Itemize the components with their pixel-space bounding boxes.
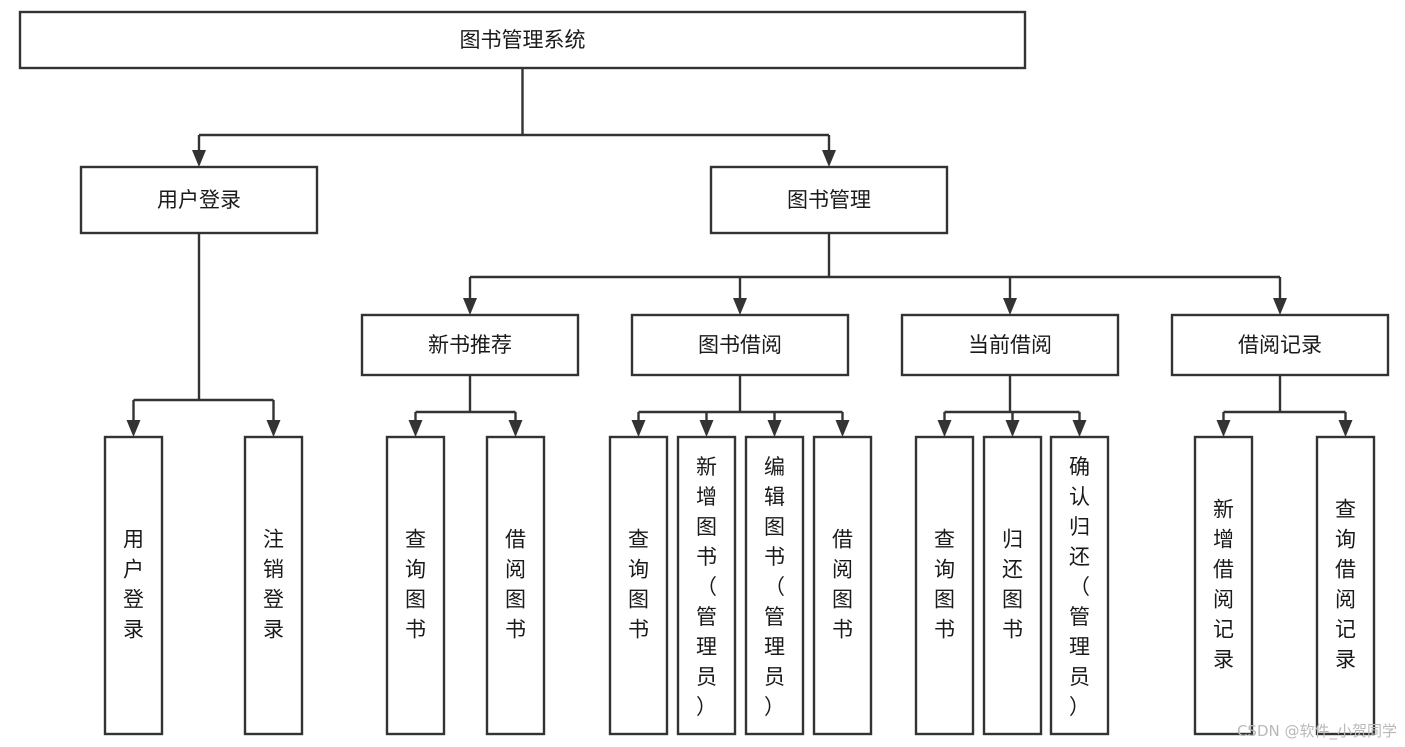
arrow-head-icon <box>835 420 850 437</box>
arrow-head-icon <box>937 420 952 437</box>
node-box-leaf-logout-login <box>243 435 304 736</box>
node-label-leaf-user-login: 用户登录 <box>123 528 144 642</box>
node-label-borrow-record: 借阅记录 <box>1238 333 1322 357</box>
csdn-watermark: CSDN @软件_小贺同学 <box>1236 722 1397 740</box>
node-label-book-manage: 图书管理 <box>787 188 871 212</box>
node-leaf-borrow-book[interactable]: 借阅图书 <box>812 435 873 736</box>
node-box-leaf-add-borrow-record <box>1193 435 1254 736</box>
node-label-leaf-query-book-recommend: 查询图书 <box>405 528 426 642</box>
arrow-head-icon <box>408 420 423 437</box>
node-label-leaf-borrow-book: 借阅图书 <box>832 528 853 642</box>
node-leaf-add-book-admin[interactable]: 新增图书（管理员） <box>676 435 737 736</box>
node-label-leaf-logout-login: 注销登录 <box>263 528 284 642</box>
node-label-leaf-add-book-admin: 新增图书（管理员） <box>696 455 717 719</box>
node-box-leaf-borrow-book-recommend <box>485 435 546 736</box>
node-box-leaf-query-book-current <box>914 435 975 736</box>
arrow-head-icon <box>463 298 477 315</box>
node-box-leaf-query-book-borrow <box>608 435 669 736</box>
node-leaf-add-borrow-record[interactable]: 新增借阅记录 <box>1193 435 1254 736</box>
node-label-root: 图书管理系统 <box>460 28 586 52</box>
node-box-leaf-confirm-return-admin <box>1049 435 1110 736</box>
node-label-leaf-borrow-book-recommend: 借阅图书 <box>505 528 526 642</box>
node-box-leaf-user-login <box>103 435 164 736</box>
arrow-head-icon <box>1072 420 1087 437</box>
arrow-head-icon <box>1005 420 1020 437</box>
node-leaf-user-login[interactable]: 用户登录 <box>103 435 164 736</box>
node-leaf-query-borrow-record[interactable]: 查询借阅记录 <box>1315 435 1376 736</box>
arrow-head-icon <box>192 150 206 167</box>
node-label-book-borrow: 图书借阅 <box>698 333 782 357</box>
node-book-manage[interactable]: 图书管理 <box>709 165 949 235</box>
arrow-head-icon <box>822 150 836 167</box>
node-label-new-book-recommend: 新书推荐 <box>428 333 512 357</box>
arrow-head-icon <box>699 420 714 437</box>
arrow-head-icon <box>1216 420 1231 437</box>
arrow-head-icon <box>508 420 523 437</box>
node-box-user-login <box>79 165 319 235</box>
node-current-borrow[interactable]: 当前借阅 <box>900 313 1120 377</box>
node-leaf-query-book-current[interactable]: 查询图书 <box>914 435 975 736</box>
node-root[interactable]: 图书管理系统 <box>18 10 1027 70</box>
node-box-leaf-edit-book-admin <box>744 435 805 736</box>
node-leaf-return-book[interactable]: 归还图书 <box>982 435 1043 736</box>
node-box-book-borrow <box>630 313 850 377</box>
node-box-leaf-add-book-admin <box>676 435 737 736</box>
node-leaf-edit-book-admin[interactable]: 编辑图书（管理员） <box>744 435 805 736</box>
node-leaf-borrow-book-recommend[interactable]: 借阅图书 <box>485 435 546 736</box>
node-label-user-login: 用户登录 <box>157 188 241 212</box>
node-leaf-query-book-recommend[interactable]: 查询图书 <box>385 435 446 736</box>
arrow-head-icon <box>1273 298 1287 315</box>
node-label-leaf-query-book-current: 查询图书 <box>934 528 955 642</box>
node-label-leaf-return-book: 归还图书 <box>1002 528 1023 642</box>
connector-layer <box>126 68 1353 437</box>
node-label-leaf-query-borrow-record: 查询借阅记录 <box>1335 498 1356 672</box>
node-box-root <box>18 10 1027 70</box>
arrow-head-icon <box>733 298 747 315</box>
node-label-current-borrow: 当前借阅 <box>968 333 1052 357</box>
node-label-leaf-edit-book-admin: 编辑图书（管理员） <box>764 455 785 719</box>
arrow-head-icon <box>631 420 646 437</box>
node-box-leaf-return-book <box>982 435 1043 736</box>
arrow-head-icon <box>767 420 782 437</box>
node-book-borrow[interactable]: 图书借阅 <box>630 313 850 377</box>
node-layer: 图书管理系统用户登录图书管理新书推荐图书借阅当前借阅借阅记录用户登录注销登录查询… <box>18 10 1390 736</box>
node-box-borrow-record <box>1170 313 1390 377</box>
node-label-leaf-query-book-borrow: 查询图书 <box>628 528 649 642</box>
node-leaf-confirm-return-admin[interactable]: 确认归还（管理员） <box>1049 435 1110 736</box>
arrow-head-icon <box>1338 420 1353 437</box>
node-box-current-borrow <box>900 313 1120 377</box>
node-leaf-logout-login[interactable]: 注销登录 <box>243 435 304 736</box>
node-borrow-record[interactable]: 借阅记录 <box>1170 313 1390 377</box>
node-label-leaf-add-borrow-record: 新增借阅记录 <box>1213 498 1234 672</box>
node-box-new-book-recommend <box>360 313 580 377</box>
node-box-leaf-borrow-book <box>812 435 873 736</box>
node-label-leaf-confirm-return-admin: 确认归还（管理员） <box>1069 455 1090 719</box>
arrow-head-icon <box>1003 298 1017 315</box>
arrow-head-icon <box>266 420 281 437</box>
node-user-login[interactable]: 用户登录 <box>79 165 319 235</box>
node-new-book-recommend[interactable]: 新书推荐 <box>360 313 580 377</box>
node-box-book-manage <box>709 165 949 235</box>
node-box-leaf-query-book-recommend <box>385 435 446 736</box>
node-box-leaf-query-borrow-record <box>1315 435 1376 736</box>
node-leaf-query-book-borrow[interactable]: 查询图书 <box>608 435 669 736</box>
arrow-head-icon <box>126 420 141 437</box>
